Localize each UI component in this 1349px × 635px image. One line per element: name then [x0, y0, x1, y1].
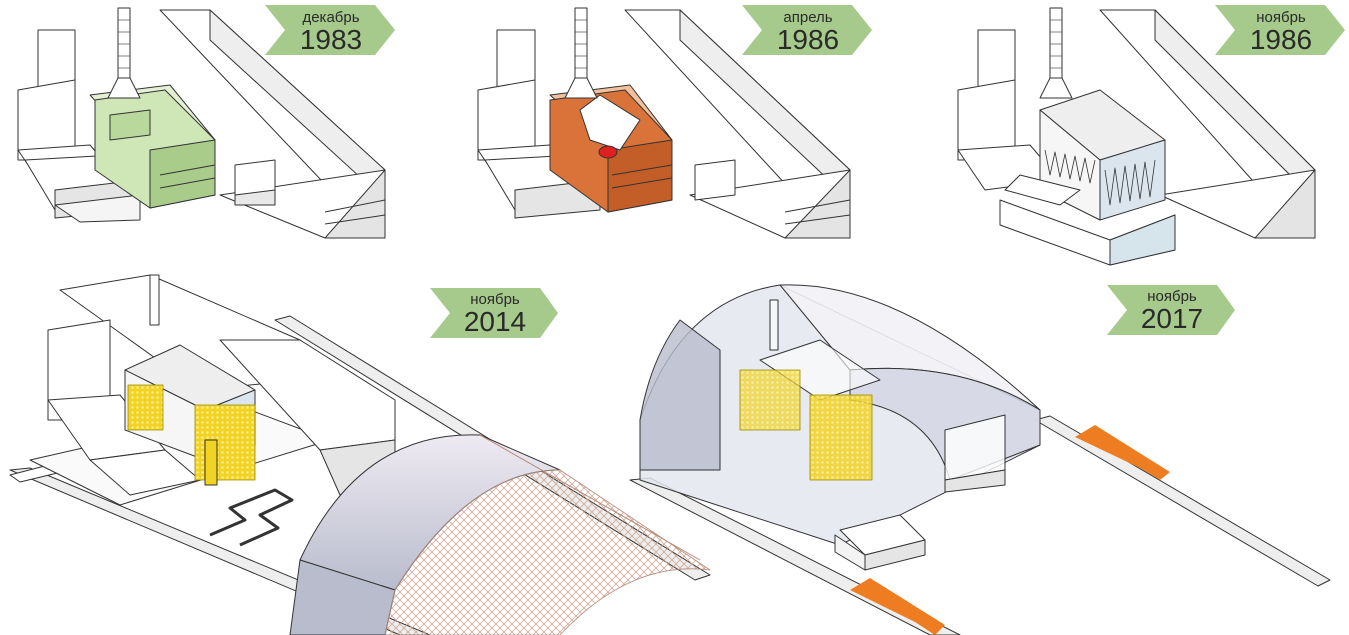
plant-2017-new-confinement — [629, 284, 1331, 635]
tag-year: 1986 — [1249, 24, 1313, 55]
date-tag-1983: декабрь 1983 — [285, 8, 377, 58]
plant-1986-sarcophagus — [957, 7, 1316, 266]
tag-arrow-2017 — [1107, 285, 1235, 335]
tag-month: ноябрь — [1256, 9, 1306, 26]
plant-1983 — [17, 7, 386, 239]
tag-month: апрель — [783, 9, 833, 26]
tag-month: ноябрь — [470, 291, 520, 308]
date-tag-1986-apr: апрель 1986 — [762, 8, 854, 58]
tag-arrow-1986-nov — [1215, 5, 1345, 55]
tag-year: 2017 — [1140, 303, 1204, 334]
tag-arrow-1986-apr — [742, 5, 872, 55]
tag-month: декабрь — [302, 9, 360, 26]
plant-2014-construction — [9, 274, 711, 635]
tag-arrow-1983 — [265, 5, 395, 55]
tag-year: 1986 — [776, 24, 840, 55]
date-tag-1986-nov: ноябрь 1986 — [1235, 8, 1327, 58]
tag-arrow-2014 — [430, 288, 558, 338]
plant-1986-accident — [477, 7, 851, 239]
date-tag-2017: ноябрь 2017 — [1126, 287, 1218, 337]
date-tag-2014: ноябрь 2014 — [449, 290, 541, 340]
tag-month: ноябрь — [1147, 288, 1197, 305]
tag-year: 2014 — [463, 306, 527, 337]
tag-year: 1983 — [299, 24, 363, 55]
